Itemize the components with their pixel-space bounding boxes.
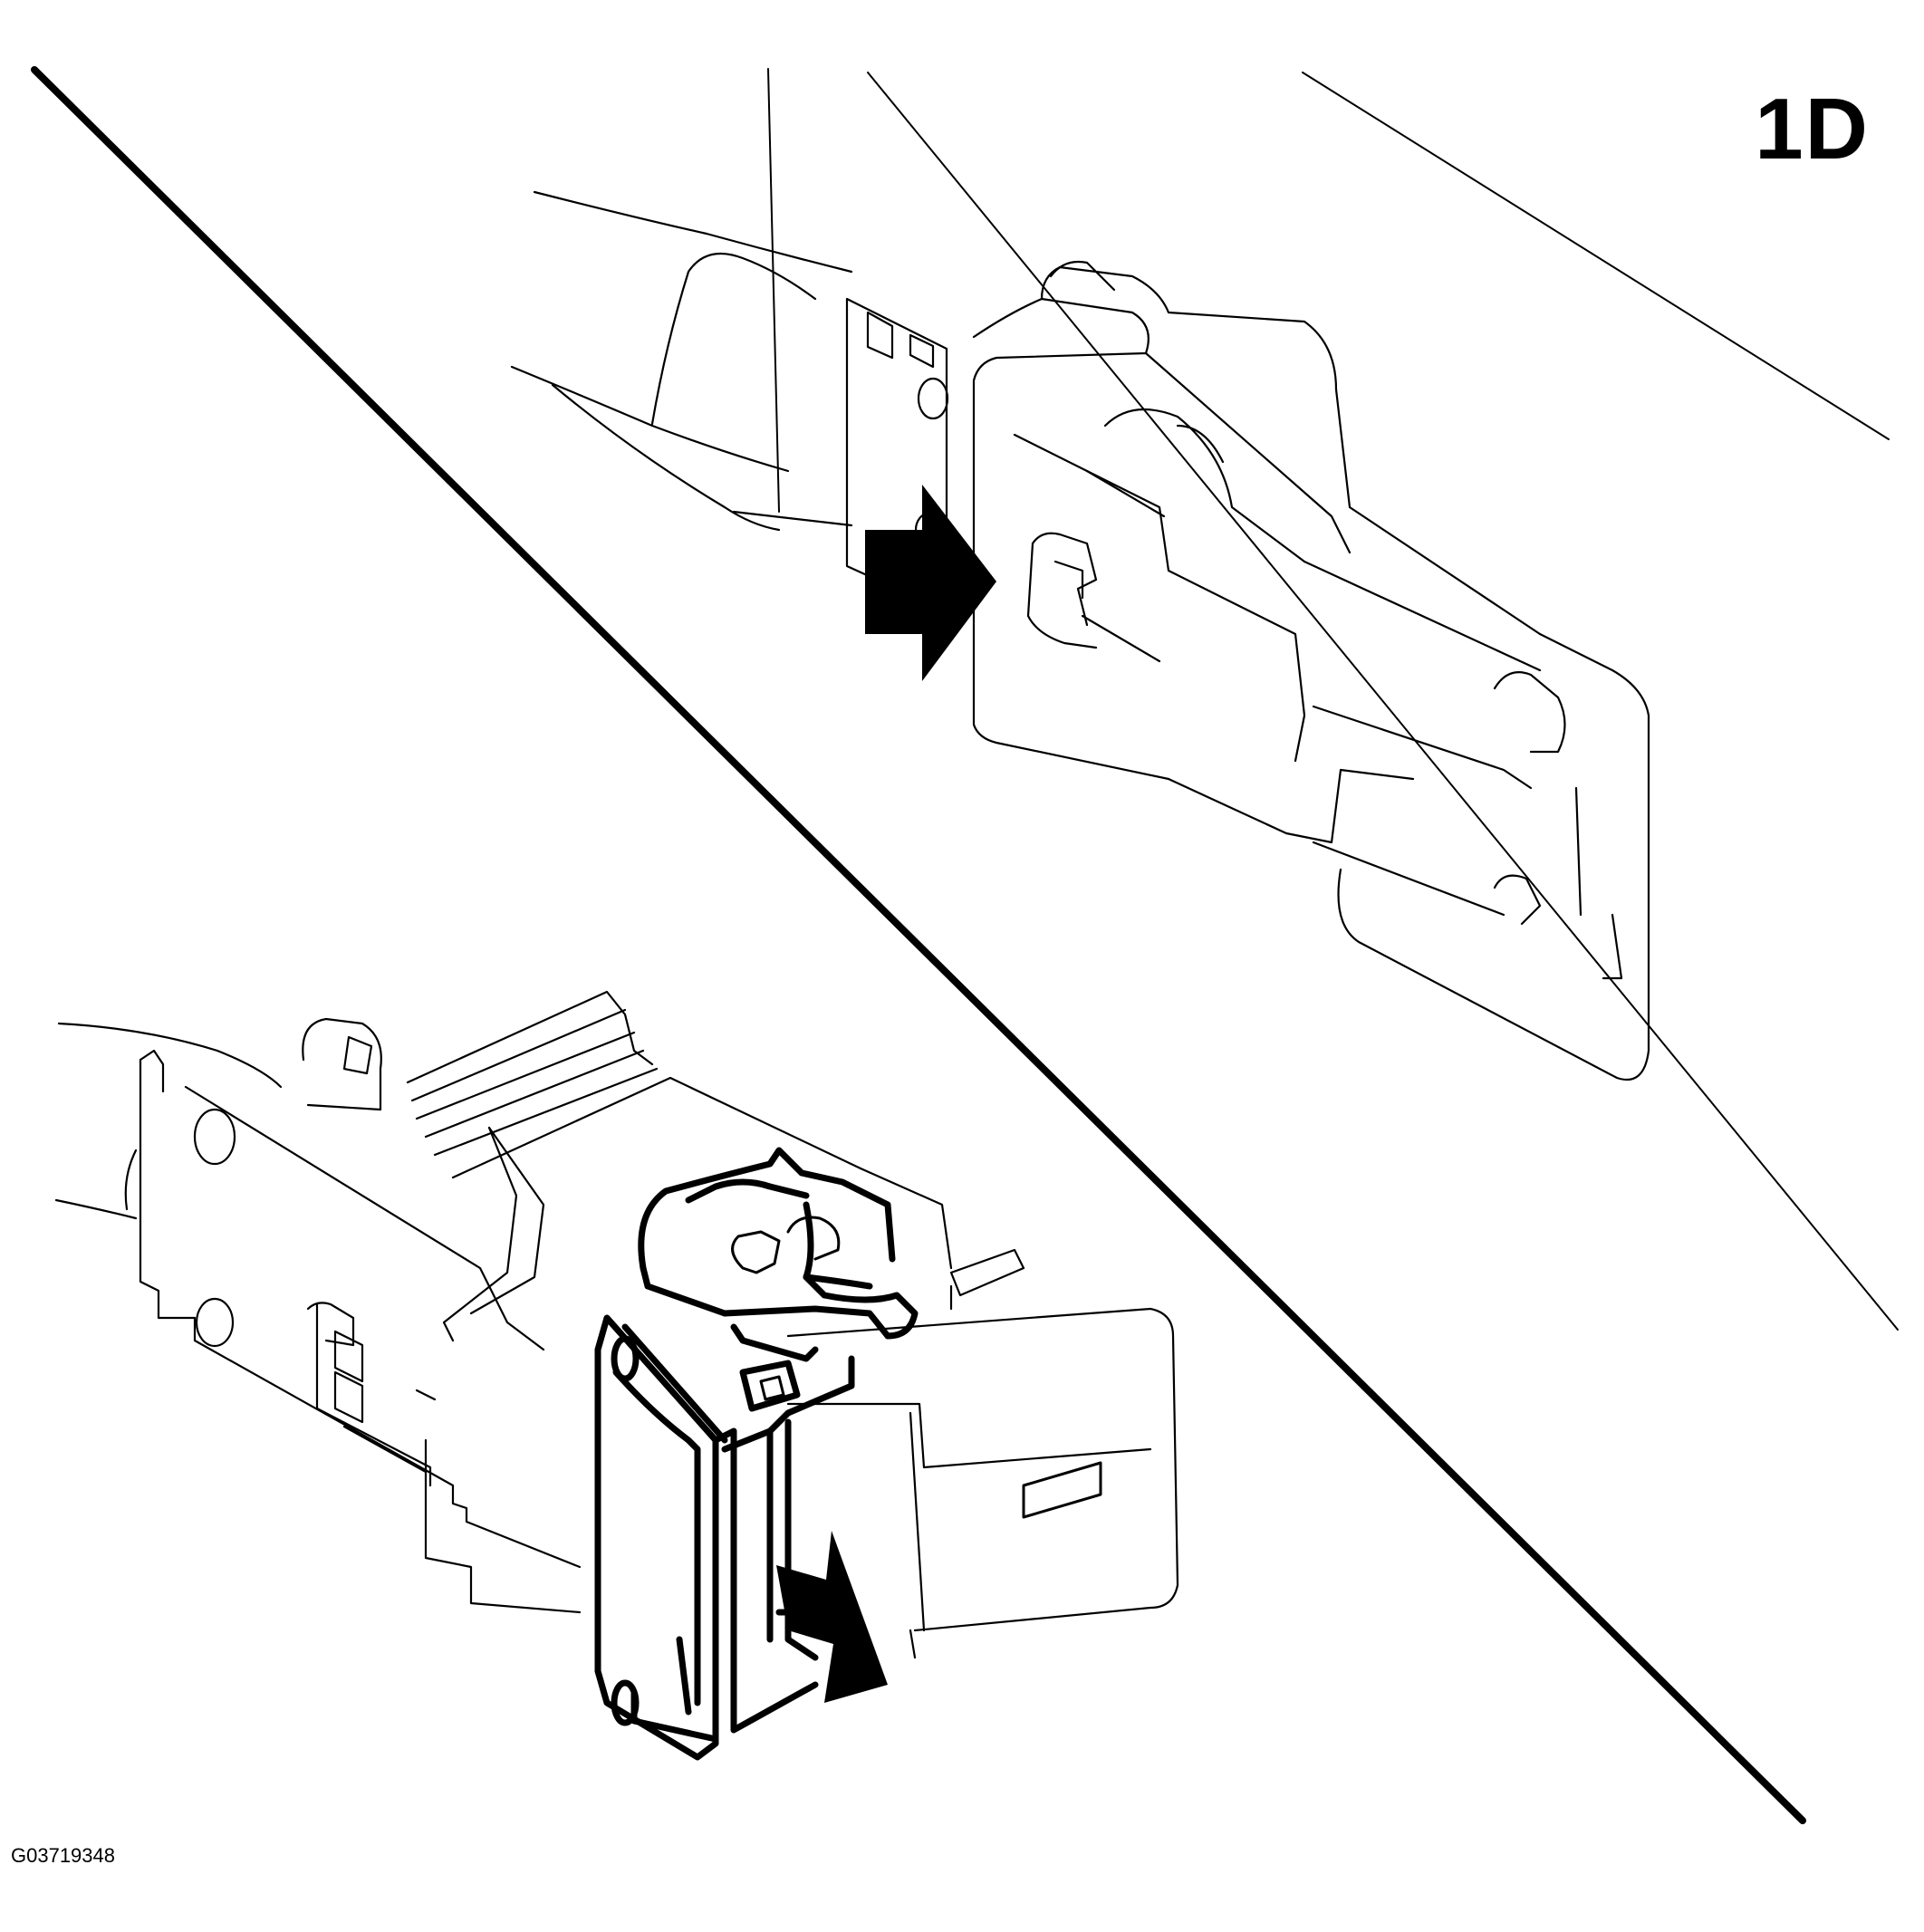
- top-connector-assembly: [510, 190, 1650, 1081]
- bottom-connector-assembly: [54, 990, 1179, 1761]
- top-latch: [1026, 532, 1098, 649]
- push-arrow-icon: [865, 485, 996, 681]
- top-mating-connector: [1337, 632, 1650, 1081]
- step-label: 1D: [1755, 81, 1870, 178]
- bottom-connector-body: [306, 1126, 582, 1614]
- pull-arrow-icon: [776, 1531, 888, 1703]
- bottom-wire-harness: [54, 1022, 283, 1220]
- top-connector-body: [972, 260, 1542, 917]
- bottom-mating-face: [786, 1167, 1179, 1659]
- bottom-mounting-bracket: [139, 1049, 582, 1569]
- figure-code: G03719348: [11, 1844, 115, 1867]
- panel-edge-lines: [31, 66, 1899, 1824]
- top-wire-harness: [510, 190, 853, 532]
- bottom-lock-frame: [594, 1314, 855, 1761]
- bottom-lock-slider: [638, 1147, 919, 1412]
- bottom-connector-ribs: [302, 990, 862, 1179]
